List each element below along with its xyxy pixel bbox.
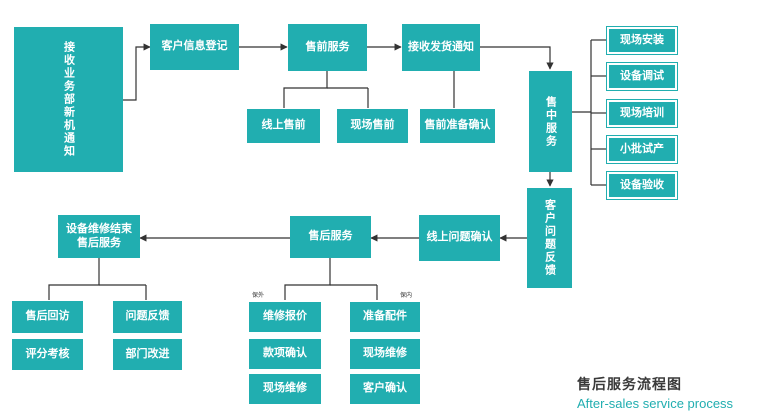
node-pre-sales: 售前服务 <box>288 24 367 71</box>
node-online-confirm: 线上问题确认 <box>419 215 500 261</box>
connector-done-branch <box>48 258 100 300</box>
node-customer-info-label: 客户信息登记 <box>161 40 228 53</box>
node-sales-visit: 售后回访 <box>12 301 83 333</box>
node-onsite-install: 现场安装 <box>606 26 678 55</box>
diagram-title-block: 售后服务流程图 After-sales service process <box>577 374 733 411</box>
node-repair-quote: 维修报价 <box>249 302 321 332</box>
node-online-presales: 线上售前 <box>247 109 320 143</box>
node-onsite-repair-in-label: 现场维修 <box>363 347 407 360</box>
node-onsite-repair-out-label: 现场维修 <box>263 382 307 395</box>
diagram-title: 售后服务流程图 <box>577 376 682 392</box>
node-prep-parts: 准备配件 <box>350 302 420 332</box>
node-pre-sales-label: 售前服务 <box>305 40 350 53</box>
node-rating-label: 评分考核 <box>25 347 70 360</box>
node-small-batch: 小批试产 <box>606 135 678 164</box>
node-after-sales-label: 售后服务 <box>308 230 353 243</box>
node-shipping-notice-label: 接收发货通知 <box>408 40 474 53</box>
note-warranty-in: 保内 <box>400 293 413 299</box>
node-customer-confirm: 客户确认 <box>350 374 420 404</box>
node-small-batch-label: 小批试产 <box>620 142 664 155</box>
node-presales-prep: 售前准备确认 <box>420 109 495 143</box>
node-receive-new-machine: 接收业务部新机通知 <box>14 27 123 172</box>
node-prep-parts-label: 准备配件 <box>363 310 407 323</box>
node-receive-new-machine-label: 接收业务部新机通知 <box>62 41 75 158</box>
connector-aftersales-branch <box>284 258 331 300</box>
connector-shipping-to-insales <box>480 46 554 70</box>
node-in-sales-label: 售中服务 <box>544 95 557 148</box>
note-warranty-out: 保外 <box>252 293 265 299</box>
node-dept-improve-label: 部门改进 <box>125 347 170 360</box>
node-sales-visit-label: 售后回访 <box>25 310 70 323</box>
node-customer-feedback: 客户问题反馈 <box>527 188 572 288</box>
node-online-presales-label: 线上售前 <box>261 119 306 132</box>
node-onsite-repair-in: 现场维修 <box>350 339 420 369</box>
node-onsite-training-label: 现场培训 <box>620 106 664 119</box>
node-dept-improve: 部门改进 <box>113 339 182 370</box>
node-onsite-repair-out: 现场维修 <box>249 374 321 404</box>
node-shipping-notice: 接收发货通知 <box>402 24 480 71</box>
node-repair-quote-label: 维修报价 <box>263 310 307 323</box>
node-presales-prep-label: 售前准备确认 <box>424 119 491 132</box>
node-equip-debug: 设备调试 <box>606 62 678 91</box>
node-onsite-install-label: 现场安装 <box>620 33 664 46</box>
node-payment-confirm-label: 款项确认 <box>263 347 307 360</box>
node-rating: 评分考核 <box>12 339 83 370</box>
node-customer-confirm-label: 客户确认 <box>363 382 407 395</box>
node-equip-debug-label: 设备调试 <box>620 69 664 82</box>
node-after-sales: 售后服务 <box>290 216 371 258</box>
node-issue-feedback: 问题反馈 <box>113 301 182 333</box>
node-equip-acceptance: 设备验收 <box>606 171 678 200</box>
node-repair-done: 设备维修结束售后服务 <box>58 215 140 258</box>
connector-presales-branch <box>283 71 328 108</box>
node-onsite-presales: 现场售前 <box>337 109 408 143</box>
node-onsite-training: 现场培训 <box>606 99 678 128</box>
node-in-sales: 售中服务 <box>529 71 572 172</box>
node-issue-feedback-label: 问题反馈 <box>125 310 170 323</box>
diagram-subtitle: After-sales service process <box>577 396 734 411</box>
node-online-confirm-label: 线上问题确认 <box>426 231 493 244</box>
node-repair-done-label: 设备维修结束售后服务 <box>66 222 132 249</box>
node-customer-info: 客户信息登记 <box>150 24 239 70</box>
node-customer-feedback-label: 客户问题反馈 <box>543 199 556 277</box>
connector-newmachine-to-info <box>123 43 151 101</box>
node-onsite-presales-label: 现场售前 <box>350 119 395 132</box>
node-equip-acceptance-label: 设备验收 <box>620 178 664 191</box>
node-payment-confirm: 款项确认 <box>249 339 321 369</box>
